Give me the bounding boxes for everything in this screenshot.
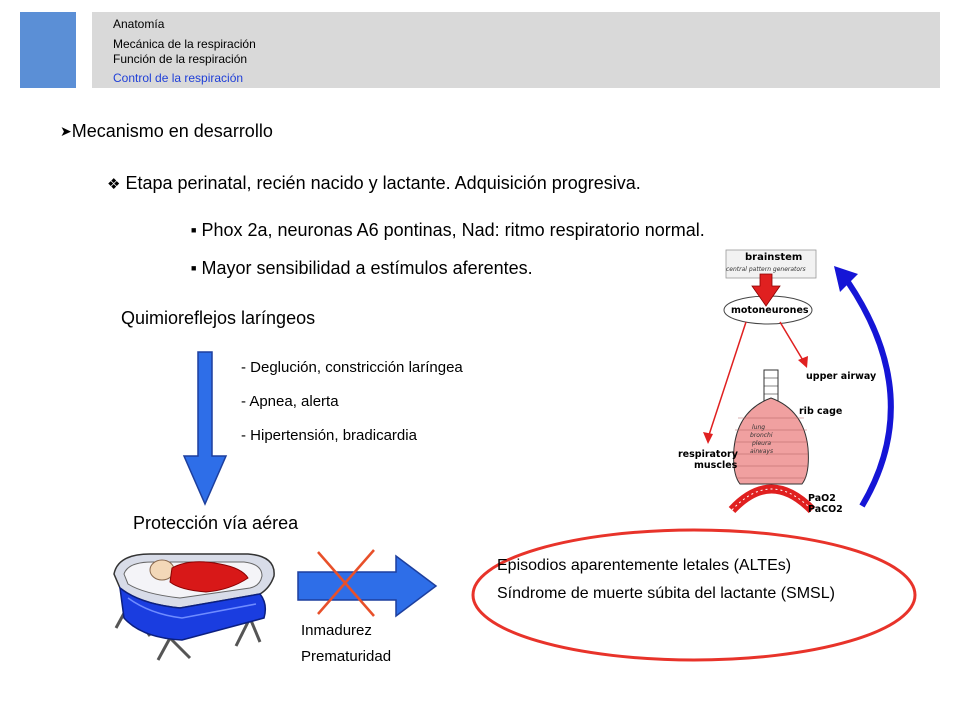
point-text-2: Mayor sensibilidad a estímulos aferentes… xyxy=(201,258,533,278)
down-arrow-icon xyxy=(182,351,228,506)
baby-crib-icon xyxy=(113,553,275,661)
reflex-effect-3: - Hipertensión, bradicardia xyxy=(241,427,417,444)
outcome-smsl: Síndrome de muerte súbita del lactante (… xyxy=(497,585,835,602)
label-pao2: PaO2 xyxy=(808,493,836,504)
protection-label: Protección vía aérea xyxy=(133,513,299,533)
label-brainstem: brainstem xyxy=(745,252,803,263)
label-generators: central pattern generators xyxy=(726,266,806,273)
cross-line-2 xyxy=(317,549,375,615)
brainstem-box xyxy=(725,249,817,279)
blocked-arrow-icon xyxy=(297,549,438,618)
square-bullet-icon: ■ xyxy=(191,225,197,235)
reflex-title: Quimioreflejos laríngeos xyxy=(121,308,316,328)
lung-text-2: bronchi xyxy=(750,432,773,439)
diamond-bullet-icon: ❖ xyxy=(107,176,121,193)
square-bullet-icon: ■ xyxy=(191,263,197,273)
heading-text: Mecanismo en desarrollo xyxy=(71,121,273,141)
outcomes-ellipse xyxy=(471,528,917,662)
reflex-effect-2: - Apnea, alerta xyxy=(241,393,339,410)
nav-item-anatomia[interactable]: Anatomía xyxy=(113,17,165,31)
label-motoneurones: motoneurones xyxy=(731,305,809,316)
label-paco2: PaCO2 xyxy=(808,504,843,515)
stage-row: ❖ Etapa perinatal, recién nacido y lacta… xyxy=(107,173,641,194)
label-respiratory: respiratory xyxy=(678,449,738,460)
stage-text: Etapa perinatal, recién nacido y lactant… xyxy=(125,173,641,193)
reflex-effect-1: - Deglución, constricción laríngea xyxy=(241,359,463,376)
label-muscles: muscles xyxy=(694,460,738,471)
header-logo-square xyxy=(20,12,76,88)
header-bar xyxy=(92,12,940,88)
factor-prematuridad: Prematuridad xyxy=(301,648,392,665)
lung-text-3: pleura xyxy=(752,440,772,447)
nav-item-control-active[interactable]: Control de la respiración xyxy=(113,71,244,85)
cross-line-1 xyxy=(317,551,375,617)
lung-text-1: lung xyxy=(752,424,766,431)
nav-item-mecanica[interactable]: Mecánica de la respiración xyxy=(113,37,256,51)
respiratory-control-figure xyxy=(703,249,894,514)
label-upper-airway: upper airway xyxy=(806,371,877,382)
heading-row: ➤Mecanismo en desarrollo xyxy=(60,121,273,142)
point-text-1: Phox 2a, neuronas A6 pontinas, Nad: ritm… xyxy=(201,220,705,240)
nav-item-funcion[interactable]: Función de la respiración xyxy=(113,52,248,66)
outcome-altes: Episodios aparentemente letales (ALTEs) xyxy=(497,557,792,574)
lung-shape xyxy=(733,397,809,485)
label-rib-cage: rib cage xyxy=(799,406,843,417)
point-row-1: ■ Phox 2a, neuronas A6 pontinas, Nad: ri… xyxy=(191,220,705,241)
arrow-bullet-icon: ➤ xyxy=(60,123,72,139)
factor-inmadurez: Inmadurez xyxy=(301,622,372,639)
lung-text-4: airways xyxy=(750,448,774,455)
point-row-2: ■ Mayor sensibilidad a estímulos aferent… xyxy=(191,258,533,279)
